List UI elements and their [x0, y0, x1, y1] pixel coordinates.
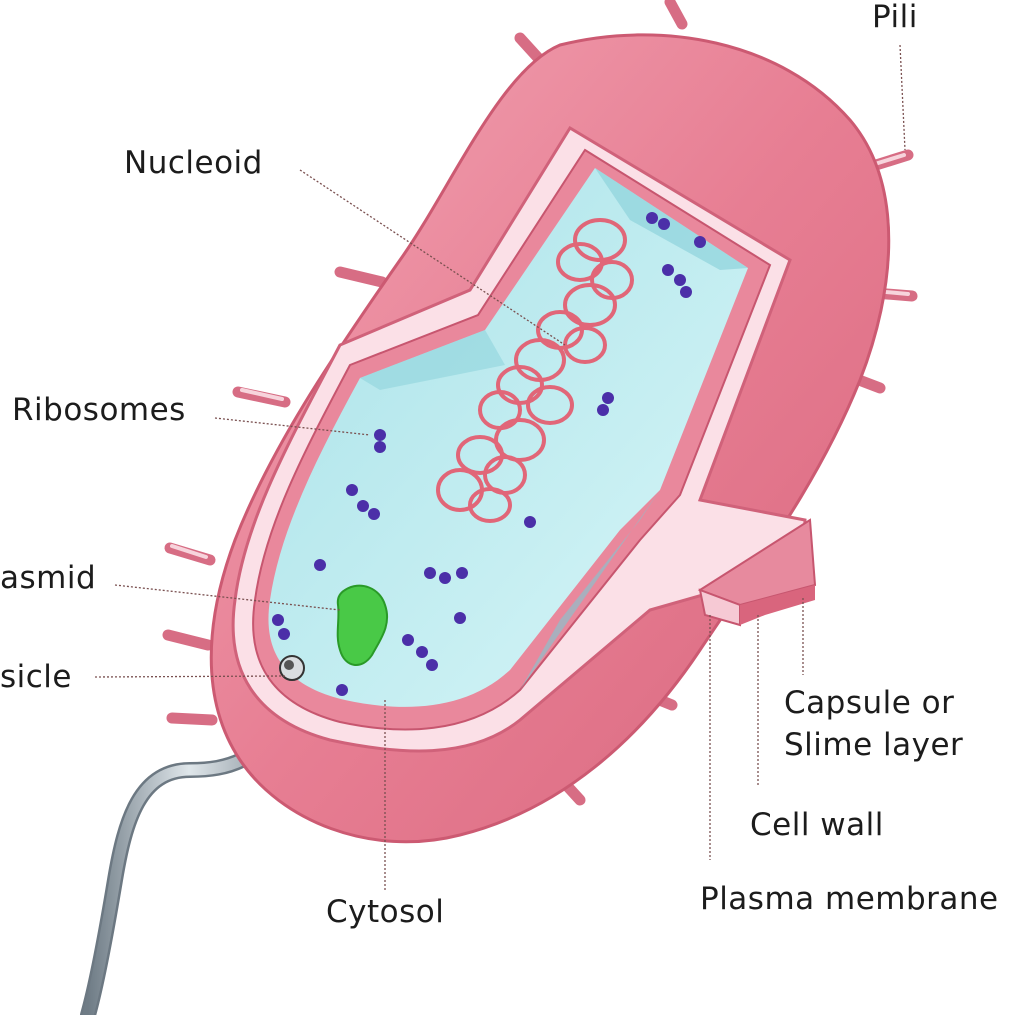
label-cell-wall: Cell wall — [750, 807, 884, 843]
label-nucleoid: Nucleoid — [124, 145, 263, 181]
vesicle — [279, 655, 305, 681]
cytosol — [268, 168, 748, 707]
label-capsule-line1: Capsule or — [784, 685, 955, 721]
label-plasma-membrane: Plasma membrane — [700, 881, 999, 917]
ribosomes — [272, 212, 706, 696]
leader-lines — [94, 44, 906, 890]
plasmid — [336, 584, 389, 666]
label-cytosol: Cytosol — [326, 894, 445, 930]
label-plasmid: asmid — [0, 560, 97, 596]
label-vesicle: sicle — [0, 659, 72, 695]
nucleoid — [436, 218, 634, 523]
layer-stack-end — [697, 518, 817, 627]
label-capsule-line2: Slime layer — [784, 727, 964, 763]
label-pili: Pili — [872, 0, 918, 35]
label-ribosomes: Ribosomes — [12, 392, 186, 428]
